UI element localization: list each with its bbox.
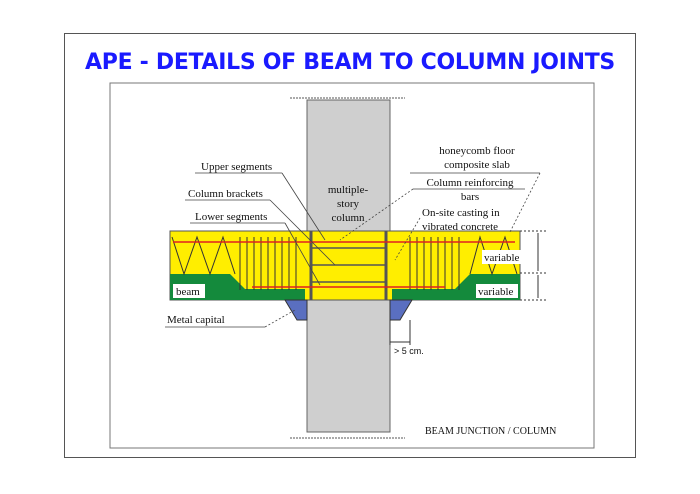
reinforcing-bars (173, 241, 515, 288)
stirrups (171, 235, 518, 290)
label-metal-capital: Metal capital (167, 314, 225, 326)
metal-capital-left (284, 299, 308, 321)
segments (312, 247, 385, 283)
slide-title: APE - DETAILS OF BEAM TO COLUMN JOINTS (85, 50, 615, 75)
diagram-border (109, 82, 595, 449)
label-distance: > 5 cm. (394, 346, 424, 356)
slide-frame: APE - DETAILS OF BEAM TO COLUMN JOINTS (64, 33, 636, 458)
label-lower-segments: Lower segments (195, 211, 267, 223)
label-honeycomb-1: honeycomb floor (439, 145, 515, 157)
label-upper-segments: Upper segments (201, 161, 272, 173)
label-column-3: column (332, 212, 365, 224)
label-reinforcing-1: Column reinforcing (426, 177, 514, 189)
label-column-brackets: Column brackets (188, 188, 263, 200)
leader-lines (165, 172, 541, 328)
label-casting-2: vibrated concrete (422, 221, 498, 233)
label-variable-top: variable (484, 252, 520, 264)
label-column-2: story (337, 198, 360, 210)
metal-capital-right (389, 299, 413, 321)
variable-bottom-bg (476, 284, 518, 298)
label-reinforcing-2: bars (461, 191, 479, 203)
label-variable-bottom: variable (478, 286, 514, 298)
label-casting-1: On-site casting in (422, 207, 500, 219)
label-column-1: multiple- (328, 184, 369, 196)
label-honeycomb-2: composite slab (444, 159, 510, 171)
dimension-lines (389, 230, 548, 345)
variable-top-bg (482, 250, 524, 264)
beam-label-bg (173, 284, 205, 298)
label-beam: beam (176, 286, 200, 298)
diagram-caption: BEAM JUNCTION / COLUMN (425, 426, 556, 437)
